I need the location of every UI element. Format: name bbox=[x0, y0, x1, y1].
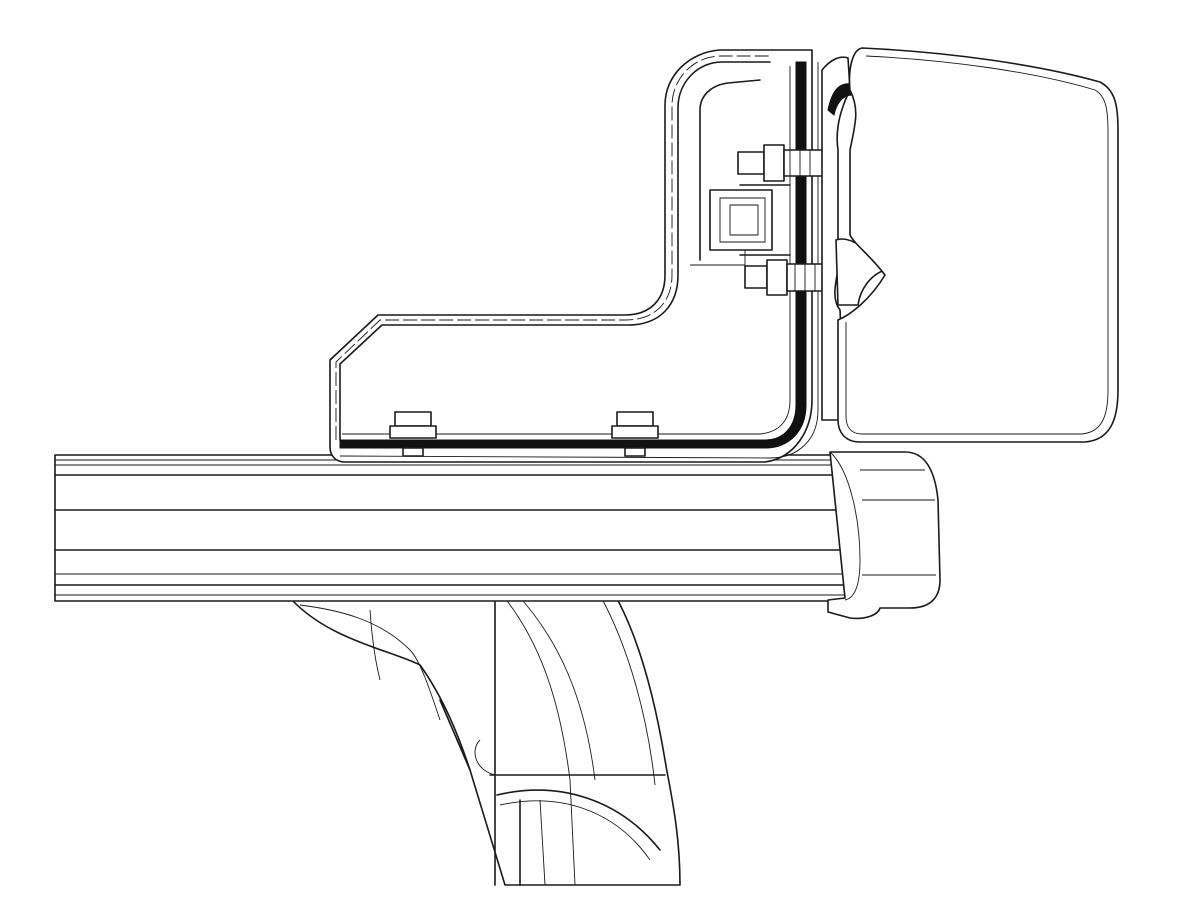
roof-bar bbox=[54, 454, 846, 602]
awning-adapter-bracket bbox=[329, 49, 819, 463]
awning-cassette bbox=[837, 47, 1119, 443]
nut-right bbox=[611, 411, 659, 457]
awning-rail bbox=[821, 56, 886, 421]
bar-end-cap bbox=[827, 451, 941, 620]
roof-rack-foot bbox=[291, 591, 681, 886]
nut-left bbox=[389, 411, 437, 457]
